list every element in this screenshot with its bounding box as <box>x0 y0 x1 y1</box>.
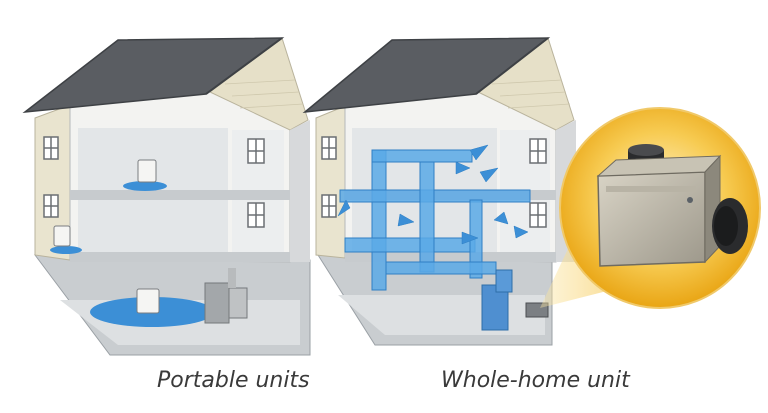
caption-portable-units: Portable units <box>157 368 310 393</box>
floor-first <box>70 252 290 262</box>
coverage-zone-upper <box>123 181 167 191</box>
left-side-wall <box>315 105 346 259</box>
coverage-zone-middle <box>50 246 82 254</box>
furnace-icon <box>481 269 513 331</box>
window-icon <box>43 136 265 228</box>
furnace-icon <box>204 268 248 324</box>
product-callout <box>540 107 761 309</box>
house-whole-home-unit <box>302 37 576 346</box>
portable-dehumidifier-icon <box>53 159 160 314</box>
floor-second <box>70 190 290 200</box>
house-portable-units <box>22 37 311 356</box>
caption-whole-home-unit: Whole-home unit <box>441 368 630 393</box>
window-icon <box>321 136 547 228</box>
duct-airflow-arrow-icon <box>337 144 529 245</box>
room-middle <box>78 200 228 252</box>
whole-home-dehumidifier-icon <box>596 144 748 267</box>
